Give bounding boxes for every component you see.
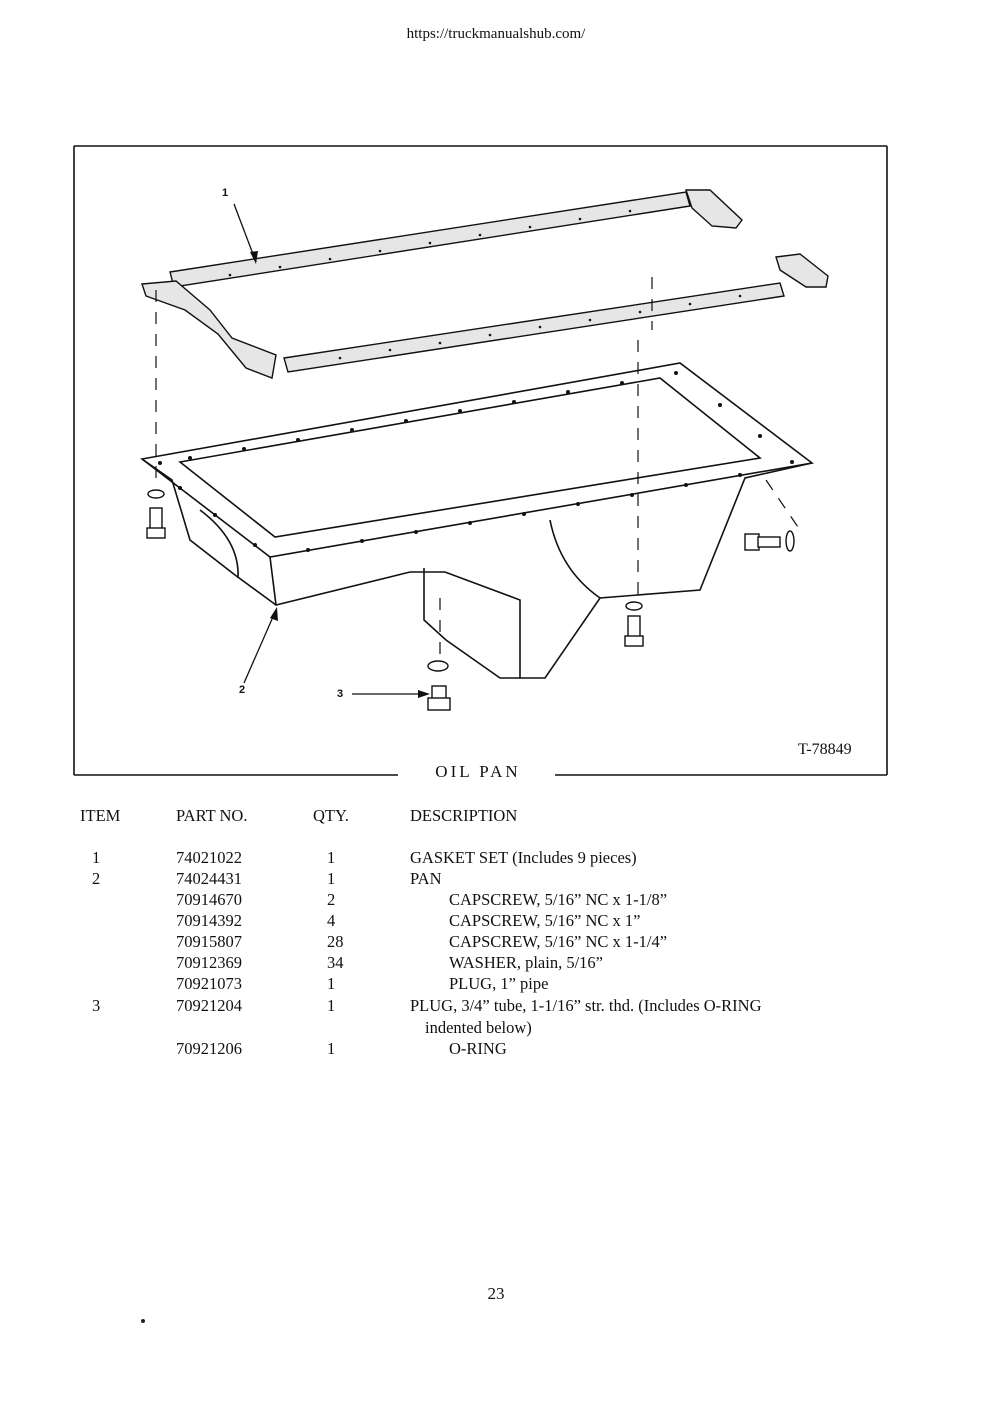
row-qty: 1 — [327, 974, 336, 993]
table-row: 70912369 34 WASHER, plain, 5/16” — [0, 953, 992, 974]
header-part-no: PART NO. — [176, 806, 248, 825]
oil-pan — [140, 362, 814, 679]
row-description: indented below) — [425, 1018, 532, 1037]
row-description: CAPSCREW, 5/16” NC x 1-1/8” — [449, 890, 668, 909]
pan-flange — [140, 362, 814, 558]
row-description: PLUG, 1” pipe — [449, 974, 549, 993]
fasteners — [146, 489, 795, 711]
callout-1: 1 — [222, 187, 229, 199]
o-ring — [427, 660, 449, 672]
page-number: 23 — [487, 1284, 505, 1303]
row-qty: 1 — [327, 1039, 336, 1058]
table-row: 70914392 4 CAPSCREW, 5/16” NC x 1” — [0, 911, 992, 932]
table-row: 2 74024431 1 PAN — [0, 869, 992, 890]
table-row: 70921073 1 PLUG, 1” pipe — [0, 974, 992, 995]
row-item: 3 — [92, 996, 101, 1015]
row-description: O-RING — [449, 1039, 507, 1058]
header-item: ITEM — [80, 806, 121, 825]
oil-pan-exploded-diagram — [73, 145, 888, 776]
row-qty: 28 — [327, 932, 344, 951]
row-description: GASKET SET (Includes 9 pieces) — [410, 848, 637, 867]
row-item: 2 — [92, 869, 101, 888]
pan-sump — [423, 568, 520, 679]
capscrew-left — [149, 507, 163, 531]
gasket-end-upper-right — [685, 189, 743, 229]
row-part-no: 70915807 — [176, 932, 242, 951]
table-row: 70915807 28 CAPSCREW, 5/16” NC x 1-1/4” — [0, 932, 992, 953]
pan-side-left — [141, 458, 277, 606]
row-description: CAPSCREW, 5/16” NC x 1” — [449, 911, 641, 930]
row-description: PLUG, 3/4” tube, 1-1/16” str. thd. (Incl… — [410, 996, 762, 1015]
row-part-no: 70921073 — [176, 974, 242, 993]
capscrew-right — [627, 615, 641, 639]
row-part-no: 74021022 — [176, 848, 242, 867]
row-qty: 1 — [327, 848, 336, 867]
table-row: 70921206 1 O-RING — [0, 1039, 992, 1060]
row-item: 1 — [92, 848, 101, 867]
side-capscrew — [744, 533, 760, 551]
callout-2: 2 — [239, 684, 246, 696]
row-qty: 1 — [327, 996, 336, 1015]
table-header: ITEM PART NO. QTY. DESCRIPTION — [0, 806, 992, 827]
source-url: https://truckmanualshub.com/ — [406, 26, 586, 42]
gasket-set — [141, 189, 829, 379]
scan-speck — [141, 1319, 145, 1323]
row-description: WASHER, plain, 5/16” — [449, 953, 603, 972]
row-description: CAPSCREW, 5/16” NC x 1-1/4” — [449, 932, 668, 951]
pan-opening — [178, 377, 762, 538]
row-qty: 34 — [327, 953, 344, 972]
washer-right — [625, 601, 643, 611]
row-part-no: 70921204 — [176, 996, 242, 1015]
row-part-no: 70914670 — [176, 890, 242, 909]
row-part-no: 70914392 — [176, 911, 242, 930]
gasket-strip-lower — [283, 282, 785, 373]
row-qty: 4 — [327, 911, 336, 930]
row-qty: 2 — [327, 890, 336, 909]
row-qty: 1 — [327, 869, 336, 888]
row-part-no: 74024431 — [176, 869, 242, 888]
gasket-end-left — [141, 280, 277, 379]
side-washer — [785, 530, 795, 552]
row-description: PAN — [410, 869, 442, 888]
figure-caption: OIL PAN — [404, 762, 552, 782]
table-row: 1 74021022 1 GASKET SET (Includes 9 piec… — [0, 848, 992, 869]
gasket-end-lower-right — [775, 253, 829, 288]
washer-left — [147, 489, 165, 499]
header-description: DESCRIPTION — [410, 806, 518, 825]
header-qty: QTY. — [313, 806, 349, 825]
table-row: 70914670 2 CAPSCREW, 5/16” NC x 1-1/8” — [0, 890, 992, 911]
row-part-no: 70912369 — [176, 953, 242, 972]
table-row: indented below) — [0, 1018, 992, 1039]
row-part-no: 70921206 — [176, 1039, 242, 1058]
figure-id: T-78849 — [798, 741, 852, 758]
table-row: 3 70921204 1 PLUG, 3/4” tube, 1-1/16” st… — [0, 996, 992, 1017]
callout-3: 3 — [337, 688, 344, 700]
